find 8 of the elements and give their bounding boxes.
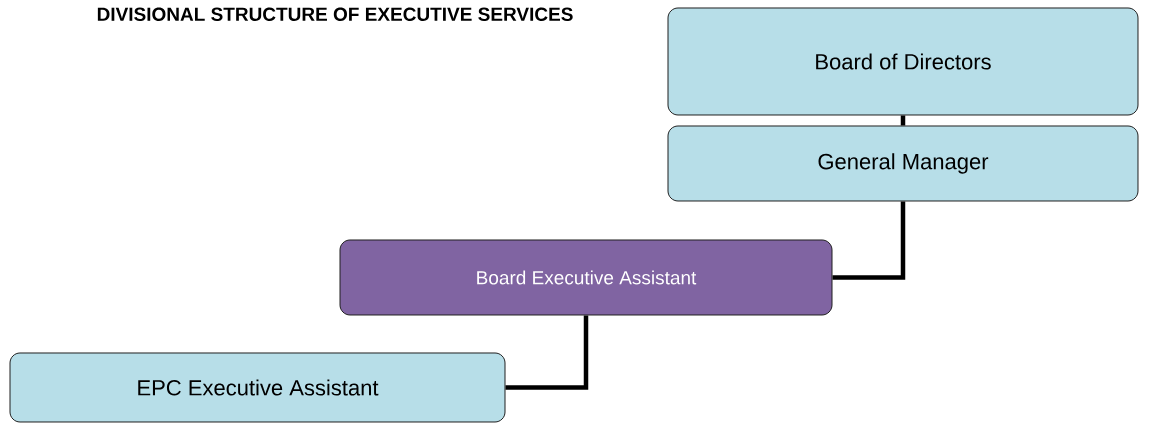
- org-box: EPC Executive Assistant: [9, 352, 506, 423]
- connector-line: [900, 115, 906, 126]
- connector-line: [505, 315, 589, 390]
- org-box: General Manager: [667, 125, 1139, 202]
- org-box: Board Executive Assistant: [339, 239, 833, 316]
- org-box: Board of Directors: [667, 7, 1139, 116]
- connector-line: [832, 201, 906, 280]
- title: DIVISIONAL STRUCTURE OF EXECUTIVE SERVICES: [97, 7, 573, 21]
